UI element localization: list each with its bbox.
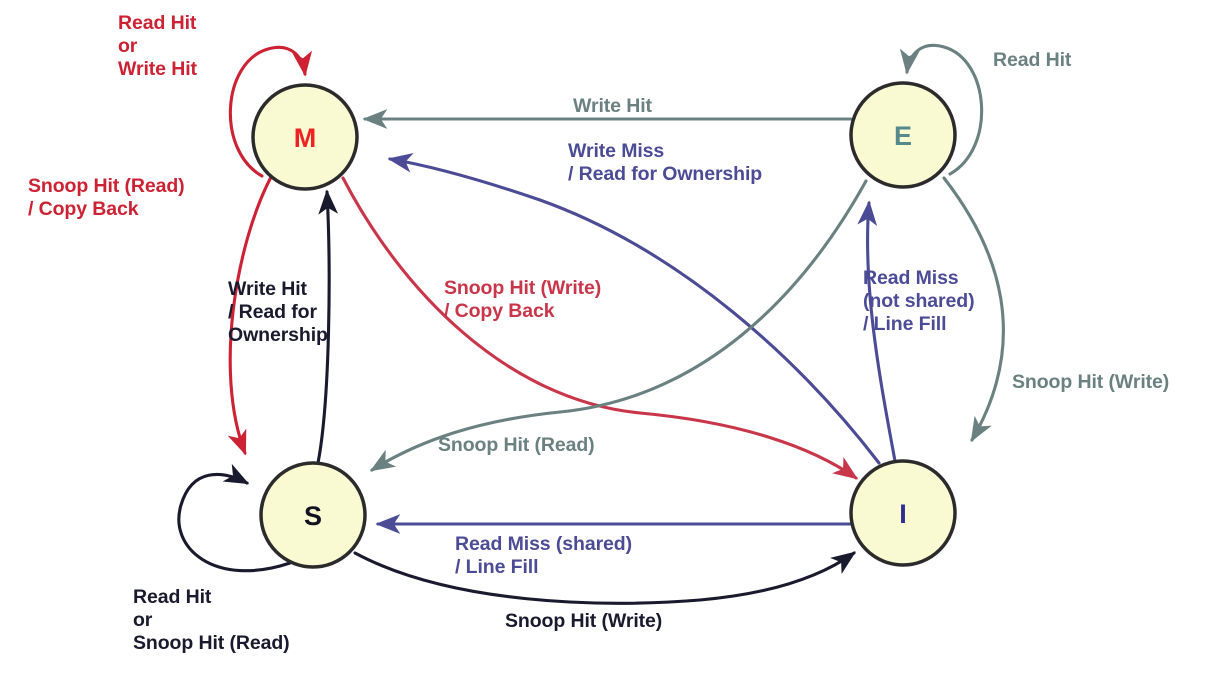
edge-s-to-m [316,189,339,465]
edge-e-to-e [899,43,984,176]
state-label-s: S [304,501,322,531]
edge-label-s-to-i: Snoop Hit (Write) [505,610,663,632]
edge-i-to-m [387,152,881,465]
state-node-i[interactable] [849,459,957,567]
edge-label-i-to-e: Read Miss (not shared) / Line Fill [863,267,975,335]
edge-m-to-s [227,175,273,456]
state-node-s[interactable] [259,461,367,569]
edge-label-e-to-e: Read Hit [993,49,1072,71]
edge-label-s-to-s: Read Hit or Snoop Hit (Read) [133,586,290,654]
edge-s-to-i [353,551,857,605]
edge-e-to-i [942,176,1005,443]
edge-label-s-to-m: Write Hit / Read for Ownership [228,278,328,346]
edge-e-to-s [369,179,868,472]
edge-m-to-i [341,176,859,480]
edge-label-e-to-i: Snoop Hit (Write) [1012,371,1170,393]
state-label-e: E [894,121,912,151]
edge-label-e-to-s: Snoop Hit (Read) [438,434,595,456]
edge-label-m-to-s: Snoop Hit (Read) / Copy Back [28,175,185,220]
state-node-e[interactable] [849,81,957,189]
state-node-m[interactable] [251,83,359,191]
state-label-i: I [899,499,907,529]
edge-label-m-to-m: Read Hit or Write Hit [118,12,197,80]
edge-label-i-to-m: Write Miss / Read for Ownership [568,140,763,185]
edge-label-i-to-s: Read Miss (shared) / Line Fill [455,533,633,578]
edge-i-to-e [857,200,897,463]
edge-label-m-to-i: Snoop Hit (Write) / Copy Back [444,277,602,322]
edge-m-to-m [228,45,313,178]
state-label-m: M [294,123,317,153]
edge-label-e-to-m: Write Hit [573,95,652,117]
edge-s-to-s [177,463,292,573]
